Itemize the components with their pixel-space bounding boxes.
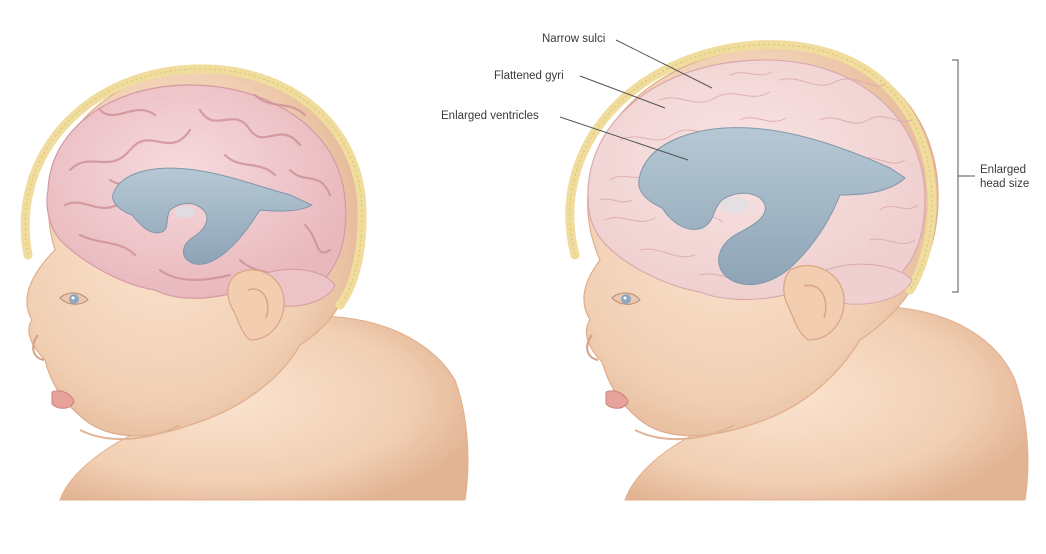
- left-gyri: [63, 93, 332, 282]
- leader-enlarged-ventricles: [559, 116, 689, 161]
- hydrocephalus-infant-head: [565, 40, 1029, 501]
- right-shoulder: [624, 306, 1029, 501]
- right-enlarged-ventricles: [638, 127, 906, 286]
- right-mouth: [605, 390, 629, 409]
- label-enlarged-head-size: Enlarged head size: [980, 164, 1030, 190]
- leader-flattened-gyri: [579, 75, 666, 109]
- leader-narrow-sulci: [615, 39, 713, 89]
- left-ear: [227, 269, 285, 341]
- right-nose: [586, 334, 599, 361]
- label-flattened-gyri: Flattened gyri: [494, 70, 564, 82]
- label-narrow-sulci: Narrow sulci: [542, 33, 606, 45]
- normal-infant-head: [20, 64, 469, 501]
- left-ventricles: [112, 167, 314, 265]
- leader-lines: [559, 39, 975, 293]
- left-mouth: [51, 390, 75, 409]
- left-shoulder: [59, 315, 469, 501]
- left-nose: [32, 334, 45, 361]
- label-enlarged-ventricles: Enlarged ventricles: [441, 110, 539, 122]
- head-size-bracket: [952, 59, 959, 293]
- right-ear: [783, 265, 845, 341]
